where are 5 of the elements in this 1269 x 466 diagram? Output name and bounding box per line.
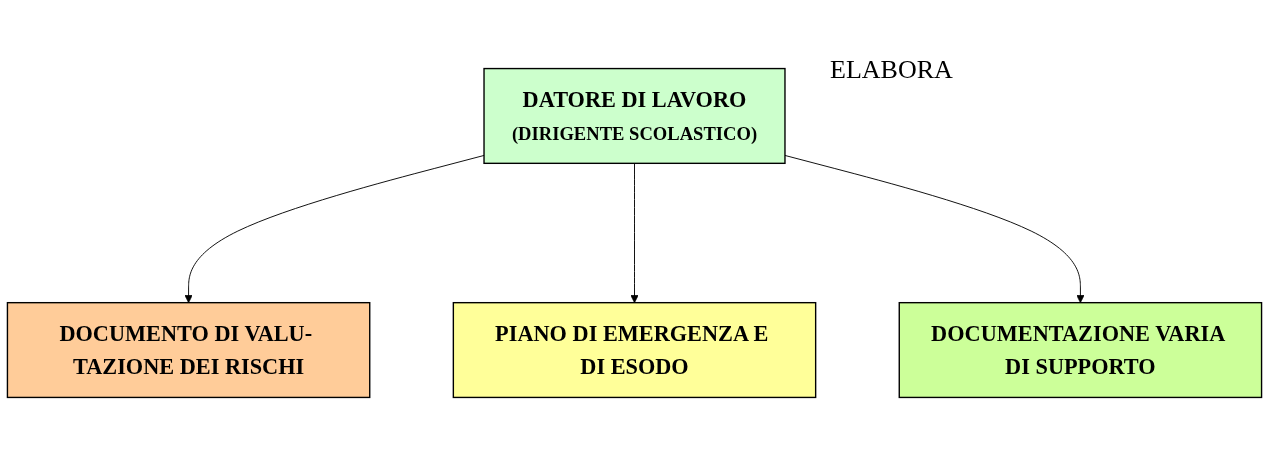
node-box: DOCUMENTAZIONE VARIA DI SUPPORTO xyxy=(898,301,1263,399)
side-note: ELABORA xyxy=(830,55,953,85)
node-box: DATORE DI LAVORO (DIRIGENTE SCOLASTICO) xyxy=(483,67,786,165)
node-box: DOCUMENTO DI VALU- TAZIONE DEI RISCHI xyxy=(6,301,371,399)
node-box: PIANO DI EMERGENZA E DI ESODO xyxy=(452,301,817,399)
